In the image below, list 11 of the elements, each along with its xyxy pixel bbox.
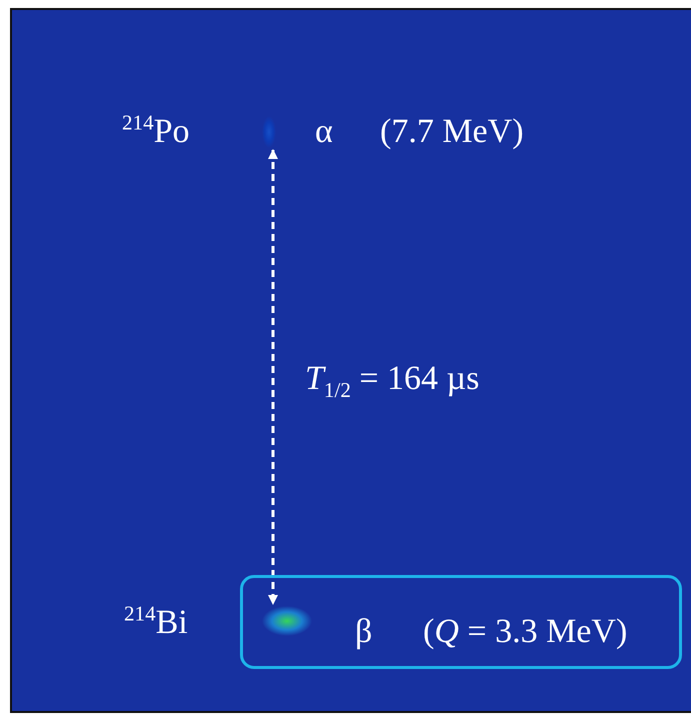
decay-symbol: α <box>315 115 333 149</box>
energy-text: (Q = 3.3 MeV) <box>423 615 628 649</box>
detector-hit-picture <box>262 116 276 148</box>
isotope-label: $^{214}$Po <box>122 115 190 149</box>
highlight-box <box>240 575 682 669</box>
isotope-label: $^{214}$Bi <box>124 606 188 640</box>
energy-text: (7.7 MeV) <box>380 115 524 149</box>
detector-hit-picture <box>262 606 312 636</box>
double-arrow <box>268 149 278 605</box>
edge-label: T$_{1/2}$ = 164 µs <box>305 362 480 396</box>
decay-symbol: β <box>355 615 372 649</box>
